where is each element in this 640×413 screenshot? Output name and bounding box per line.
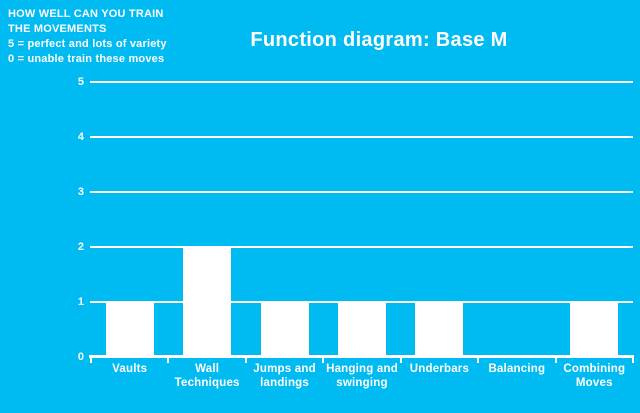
bar-jumps-and-landings [260, 301, 309, 357]
x-axis-label-underbars: Underbars [409, 363, 470, 375]
gridline-y-2 [90, 245, 633, 248]
y-axis-label-4: 4 [77, 130, 84, 143]
y-axis-label-1: 1 [77, 295, 84, 308]
x-axis-tick-0 [90, 358, 92, 363]
x-axis-tick-7 [632, 358, 634, 363]
gridline-y-4 [90, 135, 633, 138]
chart-title: Function diagram: Base M [250, 29, 508, 51]
x-axis-label-jumps-and-landings: Jumps and landings [253, 363, 316, 389]
bar-hanging-and-swinging [338, 301, 386, 357]
chart-note-line-3: 5 = perfect and lots of variety [8, 38, 167, 50]
chart-note-line-2: THE MOVEMENTS [8, 23, 107, 35]
x-axis-tick-2 [244, 358, 247, 363]
y-axis-label-3: 3 [77, 185, 84, 198]
x-axis-tick-6 [554, 358, 557, 363]
y-axis-label-5: 5 [77, 76, 84, 88]
x-axis-label-combining-moves: Combining Moves [563, 363, 626, 389]
x-axis-label-vaults: Vaults [112, 363, 148, 375]
x-axis-label-hanging-and-swinging: Hanging and swinging [326, 363, 398, 389]
bar-wall-techniques [183, 246, 232, 357]
x-axis-tick-5 [477, 358, 480, 363]
bar-underbars [415, 301, 464, 357]
x-axis-tick-3 [322, 358, 325, 363]
chart-note-line-4: 0 = unable train these moves [8, 53, 165, 65]
x-axis-label-wall-techniques: Wall Techniques [174, 363, 240, 389]
chart-note: HOW WELL CAN YOU TRAIN THE MOVEMENTS 5 =… [8, 7, 167, 67]
x-axis-tick-4 [399, 358, 402, 363]
bar-vaults [105, 301, 154, 357]
chart-note-line-1: HOW WELL CAN YOU TRAIN [8, 8, 164, 20]
x-axis-line [89, 355, 634, 358]
y-axis-label-2: 2 [77, 240, 84, 253]
bar-combining-moves [570, 301, 619, 357]
x-axis-tick-1 [167, 358, 170, 363]
y-axis-label-0: 0 [77, 350, 84, 363]
x-axis-label-balancing: Balancing [488, 363, 546, 375]
gridline-y-5 [90, 81, 633, 83]
gridline-y-3 [90, 190, 633, 193]
